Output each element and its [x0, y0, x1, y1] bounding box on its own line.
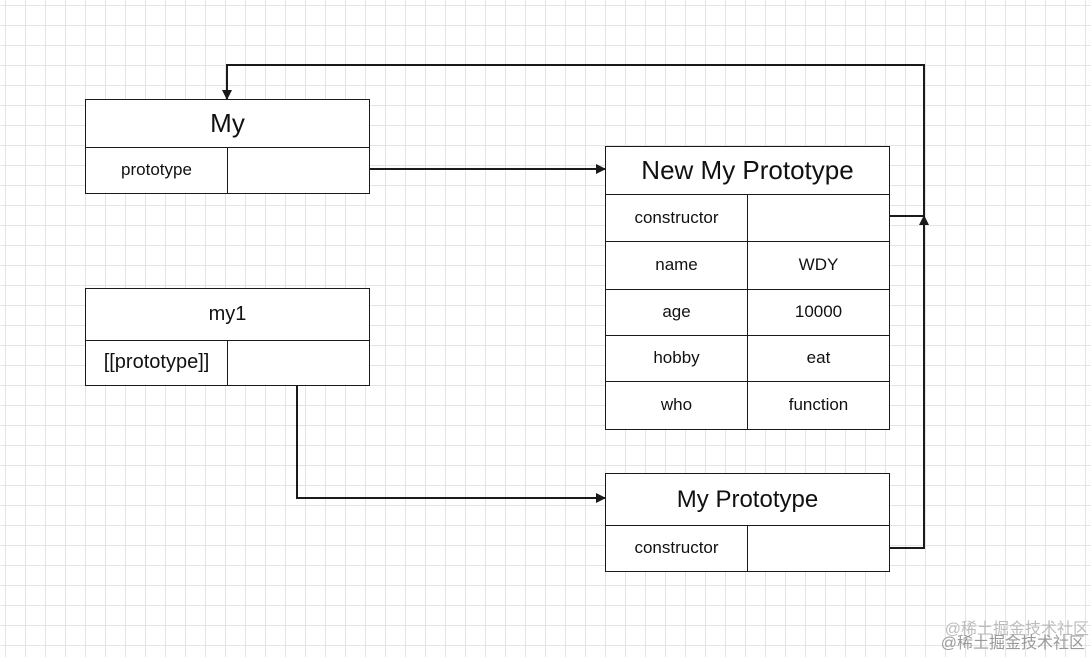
- my1-title: my1: [208, 303, 247, 325]
- new-prototype-who-key: who: [660, 395, 693, 414]
- arrow-my1-prototype-to-my-prototype: [296, 360, 606, 503]
- arrow-new-prototype-constructor-to-my: [222, 64, 925, 217]
- new-prototype-age-key: age: [662, 302, 691, 321]
- divider: [606, 289, 889, 290]
- new-prototype-hobby-value: eat: [806, 348, 831, 367]
- new-prototype-name-value: WDY: [798, 255, 839, 274]
- divider: [606, 381, 889, 382]
- new-my-prototype-title: New My Prototype: [641, 155, 854, 185]
- my-prototype-box: My Prototype constructor: [605, 473, 890, 572]
- new-prototype-constructor-value: [748, 194, 889, 241]
- divider: [606, 335, 889, 336]
- divider: [227, 147, 228, 193]
- new-prototype-constructor-key: constructor: [634, 207, 719, 227]
- new-prototype-age-value: 10000: [794, 302, 843, 321]
- divider: [227, 340, 228, 385]
- new-prototype-name-key: name: [655, 255, 698, 274]
- my1-prototype-label: [[prototype]]: [103, 351, 210, 373]
- my-prototype-label: prototype: [121, 160, 192, 179]
- my-prototype-pointer: [228, 147, 369, 193]
- my1-prototype-pointer: [228, 340, 369, 385]
- my-prototype-title: My Prototype: [676, 485, 819, 513]
- my-title: My: [210, 108, 245, 138]
- watermark-shadow: @稀土掘金技术社区: [944, 621, 1089, 638]
- divider: [747, 525, 748, 571]
- watermark: @稀土掘金技术社区: [940, 635, 1085, 652]
- my-function-box: My prototype: [85, 99, 370, 194]
- my1-instance-box: my1 [[prototype]]: [85, 288, 370, 386]
- my-prototype-constructor-key: constructor: [634, 538, 719, 557]
- new-prototype-hobby-key: hobby: [653, 348, 700, 367]
- new-my-prototype-box: New My Prototype constructor name WDY ag…: [605, 146, 890, 430]
- new-prototype-who-value: function: [788, 395, 849, 414]
- divider: [747, 194, 748, 429]
- my-prototype-constructor-pointer: [748, 525, 889, 571]
- divider: [606, 241, 889, 242]
